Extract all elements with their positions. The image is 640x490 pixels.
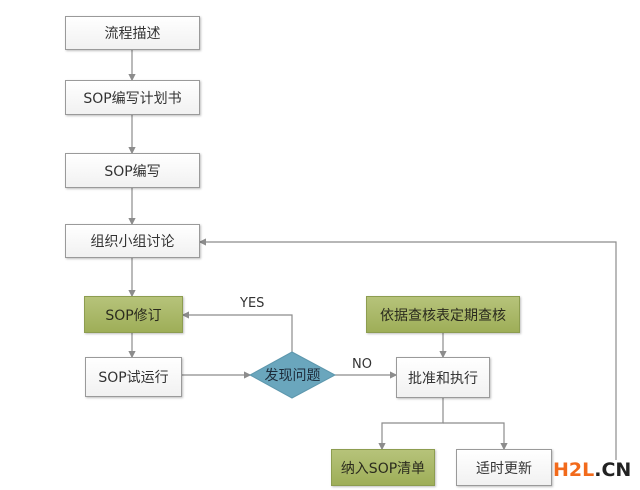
edge-approve-branch bbox=[378, 398, 444, 451]
watermark-part2: .CN bbox=[594, 459, 632, 481]
node-label: 纳入SOP清单 bbox=[340, 460, 426, 477]
decision-label: 发现问题 bbox=[264, 368, 321, 384]
node-label: SOP编写 bbox=[104, 163, 161, 180]
watermark-part1: H2L bbox=[553, 459, 595, 481]
node-add-to-list: 纳入SOP清单 bbox=[331, 449, 435, 486]
edge-label-yes: YES bbox=[240, 296, 265, 311]
node-label: SOP试运行 bbox=[98, 370, 169, 386]
node-sop-writing: SOP编写 bbox=[65, 153, 200, 188]
node-periodic-audit: 依据查核表定期查核 bbox=[366, 296, 520, 333]
watermark-logo: H2L.CN bbox=[553, 459, 631, 481]
node-sop-plan: SOP编写计划书 bbox=[65, 80, 200, 115]
node-process-description: 流程描述 bbox=[65, 16, 200, 50]
node-label: 适时更新 bbox=[476, 460, 532, 477]
node-timely-update: 适时更新 bbox=[456, 449, 552, 486]
node-approve-execute: 批准和执行 bbox=[396, 357, 490, 398]
node-sop-trial: SOP试运行 bbox=[85, 357, 182, 397]
edge-approve-branch-right bbox=[443, 422, 508, 451]
node-sop-revision: SOP修订 bbox=[84, 296, 183, 333]
node-label: 组织小组讨论 bbox=[90, 234, 175, 250]
edge-diamond-yes bbox=[181, 311, 293, 352]
node-label: SOP修订 bbox=[105, 307, 162, 324]
edge-update-feedback bbox=[198, 238, 617, 460]
decision-diamond bbox=[248, 351, 337, 399]
node-label: 流程描述 bbox=[104, 26, 161, 42]
node-label: SOP编写计划书 bbox=[83, 90, 182, 107]
node-label: 依据查核表定期查核 bbox=[380, 307, 506, 324]
edge-label-no: NO bbox=[352, 357, 372, 372]
node-label: 批准和执行 bbox=[408, 370, 478, 387]
node-group-discussion: 组织小组讨论 bbox=[65, 224, 200, 258]
